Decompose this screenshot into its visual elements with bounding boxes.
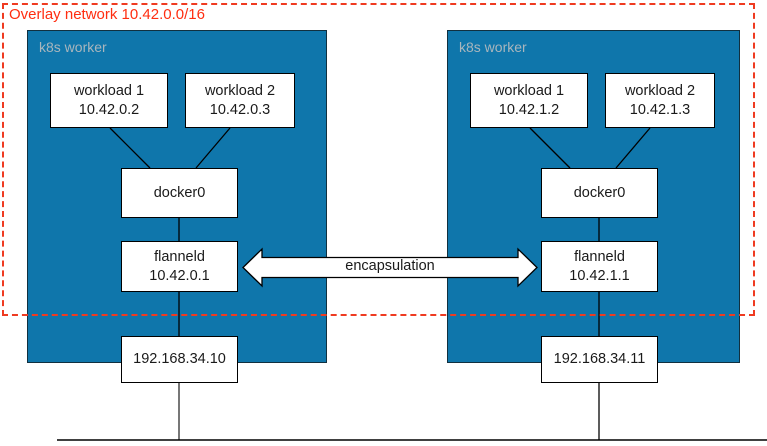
workload-box-right-1[interactable]: workload 1 10.42.1.2 [470, 73, 588, 128]
flanneld-ip: 10.42.0.1 [149, 267, 210, 284]
workload-ip: 10.42.1.3 [629, 101, 691, 118]
overlay-network-label: Overlay network 10.42.0.0/16 [9, 6, 205, 23]
workload-ip: 10.42.0.3 [209, 101, 271, 118]
overlay-network-region [2, 3, 755, 316]
host-ip-box-right[interactable]: 192.168.34.11 [541, 336, 658, 383]
worker-node-left-title: k8s worker [39, 39, 107, 55]
host-ip-box-left[interactable]: 192.168.34.10 [121, 336, 238, 383]
workload-box-right-2[interactable]: workload 2 10.42.1.3 [605, 73, 715, 128]
flanneld-name: flanneld [574, 248, 625, 265]
host-ip: 192.168.34.11 [553, 351, 646, 367]
host-ip: 192.168.34.10 [133, 351, 226, 367]
workload-ip: 10.42.0.2 [78, 101, 140, 118]
flanneld-box-left[interactable]: flanneld 10.42.0.1 [121, 241, 238, 292]
workload-name: workload 2 [624, 82, 696, 99]
bridge-name: docker0 [573, 184, 626, 201]
encapsulation-label: encapsulation [345, 258, 435, 274]
workload-name: workload 2 [204, 82, 276, 99]
workload-name: workload 1 [493, 82, 565, 99]
workload-box-left-1[interactable]: workload 1 10.42.0.2 [50, 73, 168, 128]
docker0-box-left[interactable]: docker0 [121, 168, 238, 218]
flanneld-box-right[interactable]: flanneld 10.42.1.1 [541, 241, 658, 292]
flanneld-ip: 10.42.1.1 [569, 267, 630, 284]
workload-name: workload 1 [73, 82, 145, 99]
bridge-name: docker0 [153, 184, 206, 201]
workload-box-left-2[interactable]: workload 2 10.42.0.3 [185, 73, 295, 128]
docker0-box-right[interactable]: docker0 [541, 168, 658, 218]
workload-ip: 10.42.1.2 [498, 101, 560, 118]
worker-node-right-title: k8s worker [459, 39, 527, 55]
flanneld-name: flanneld [154, 248, 205, 265]
